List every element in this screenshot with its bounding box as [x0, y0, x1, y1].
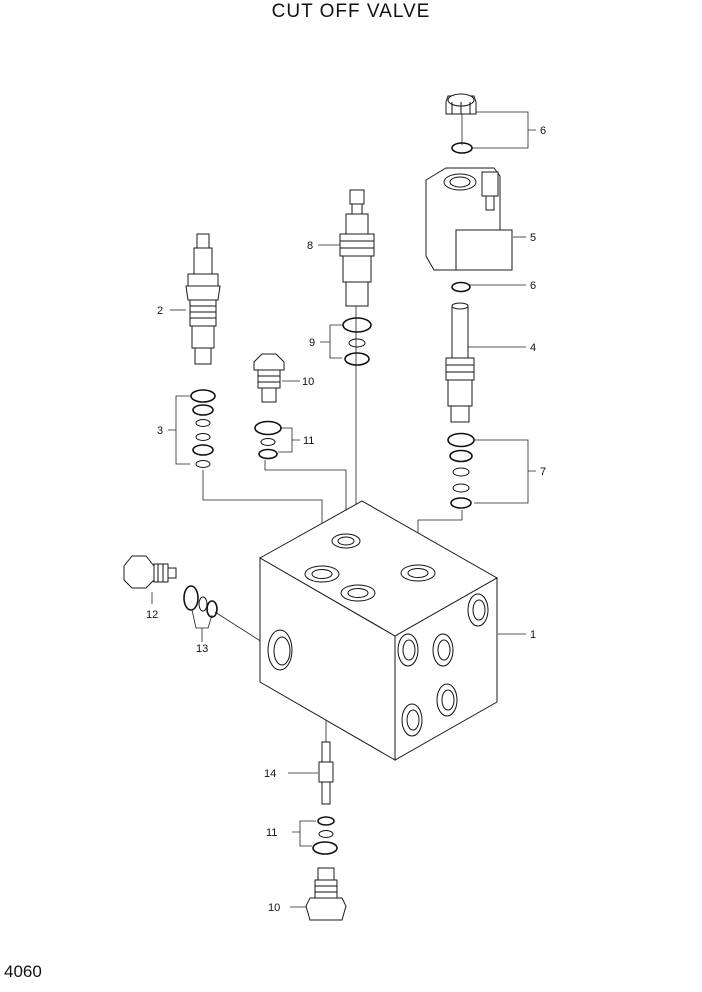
callout-13: 13 [196, 643, 208, 655]
o-ring-set-13 [183, 585, 218, 618]
nut-6 [445, 93, 477, 154]
relief-valve-cartridge [185, 233, 221, 365]
plug-10-upper [253, 353, 285, 403]
page-number: 4060 [4, 962, 42, 981]
callout-6-top: 6 [540, 125, 546, 137]
callout-11-lower: 11 [266, 827, 277, 839]
callout-11-upper: 11 [303, 435, 314, 447]
o-ring-set-11-upper [254, 420, 282, 460]
leader-lines [151, 111, 536, 908]
callout-5: 5 [530, 232, 536, 244]
plug-12 [123, 555, 177, 589]
plug-10-lower [305, 867, 347, 921]
o-ring-set-11-lower [312, 816, 338, 855]
diagram-title: CUT OFF VALVE [271, 1, 431, 22]
spool-14 [318, 741, 334, 805]
callout-3: 3 [157, 425, 163, 437]
callout-10-lower: 10 [268, 902, 280, 914]
o-ring-set-7 [447, 432, 475, 509]
callout-7: 7 [540, 466, 546, 478]
callout-10-upper: 10 [302, 376, 314, 388]
callout-4: 4 [530, 342, 536, 354]
callout-1: 1 [530, 629, 536, 641]
o-ring-set-3 [190, 389, 216, 468]
o-ring-set-9 [342, 317, 372, 366]
cartridge-valve-8 [339, 189, 375, 307]
callout-labels: 1 2 3 4 5 6 6 7 8 9 10 11 12 13 14 11 10 [146, 125, 546, 914]
valve-block [258, 500, 499, 761]
callout-9: 9 [309, 337, 315, 349]
callout-2: 2 [157, 305, 163, 317]
callout-12: 12 [146, 609, 158, 621]
callout-8: 8 [307, 240, 313, 252]
callout-14: 14 [264, 768, 276, 780]
callout-6-lower: 6 [530, 280, 536, 292]
solenoid-coil [425, 167, 513, 293]
solenoid-cartridge-4 [445, 302, 475, 423]
